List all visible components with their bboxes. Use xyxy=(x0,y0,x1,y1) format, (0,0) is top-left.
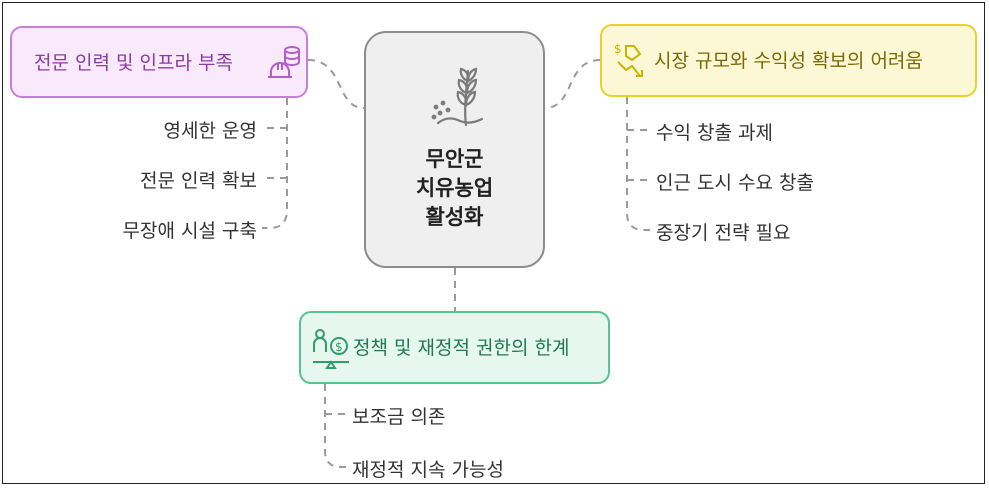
left-group-title: 전문 인력 및 인프라 부족 xyxy=(34,52,233,74)
person-money-scale-icon: $ xyxy=(311,326,351,375)
left-item-2: 전문 인력 확보 xyxy=(140,170,257,192)
bottom-group-pill: $ 정책 및 재정적 권한의 한계 xyxy=(299,311,610,384)
center-title-line-1: 무안군 xyxy=(425,147,484,171)
bottom-group-title: 정책 및 재정적 권한의 한계 xyxy=(353,337,570,359)
connector-left-center xyxy=(307,59,365,109)
bottom-item-1: 보조금 의존 xyxy=(352,406,446,428)
connector-bottom-items xyxy=(324,384,346,468)
right-item-2: 인근 도시 수요 창출 xyxy=(656,172,814,194)
svg-text:$: $ xyxy=(335,340,343,354)
bottom-item-2: 재정적 지속 가능성 xyxy=(352,459,504,481)
center-topic-title: 무안군 치유농업 활성화 xyxy=(366,145,543,232)
left-item-3: 무장애 시설 구축 xyxy=(122,220,257,242)
connector-right-center xyxy=(544,59,601,109)
money-decline-icon: $ xyxy=(612,40,650,87)
left-group-pill: 전문 인력 및 인프라 부족 xyxy=(10,26,308,98)
center-topic-box: 무안군 치유농업 활성화 xyxy=(364,31,545,268)
right-group-title: 시장 규모와 수익성 확보의 어려움 xyxy=(654,50,923,72)
wheat-sprout-icon xyxy=(428,63,488,137)
construction-helmet-coins-icon xyxy=(262,41,304,88)
connector-right-items xyxy=(626,97,650,231)
connector-left-items xyxy=(262,98,288,229)
right-group-pill: $ 시장 규모와 수익성 확보의 어려움 xyxy=(600,24,977,97)
svg-text:$: $ xyxy=(614,42,622,56)
right-item-3: 중장기 전략 필요 xyxy=(656,222,791,244)
right-item-1: 수익 창출 과제 xyxy=(656,122,773,144)
center-title-line-3: 활성화 xyxy=(425,205,484,229)
left-item-1: 영세한 운영 xyxy=(163,120,257,142)
center-title-line-2: 치유농업 xyxy=(415,176,494,200)
